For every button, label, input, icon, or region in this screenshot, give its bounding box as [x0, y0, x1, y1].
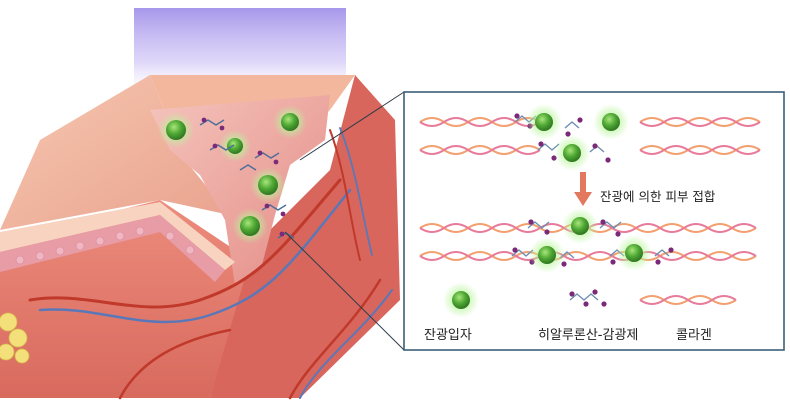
- callout-line-bottom: [284, 231, 405, 351]
- epidermis-layer: [0, 202, 235, 270]
- legend-conjugate-icon: [569, 289, 607, 307]
- collagen-before: [419, 117, 761, 155]
- fat-tissue: [0, 312, 30, 364]
- legend-collagen-label: 콜라겐: [676, 328, 712, 343]
- particles-after: [529, 208, 652, 273]
- skin-surface-left: [0, 75, 230, 230]
- callout-line-top: [299, 91, 405, 161]
- legend-particle-label: 잔광입자: [424, 328, 472, 343]
- down-arrow-icon: [574, 172, 592, 206]
- wound-cavity: [150, 95, 330, 285]
- particles-before: [526, 104, 629, 171]
- wound-conjugate-dots: [201, 117, 286, 237]
- epidermis-cells: [15, 226, 195, 265]
- step-label: 잔광에 의한 피부 접합: [600, 189, 716, 204]
- legend-collagen-icon: [639, 295, 737, 305]
- basal-layer: [0, 215, 225, 282]
- wound-particles: [158, 105, 307, 244]
- blood-vessels: [28, 127, 393, 400]
- legend-particle-icon: [443, 282, 479, 318]
- legend-conjugate-label: 히알루론산-감광제: [538, 328, 639, 343]
